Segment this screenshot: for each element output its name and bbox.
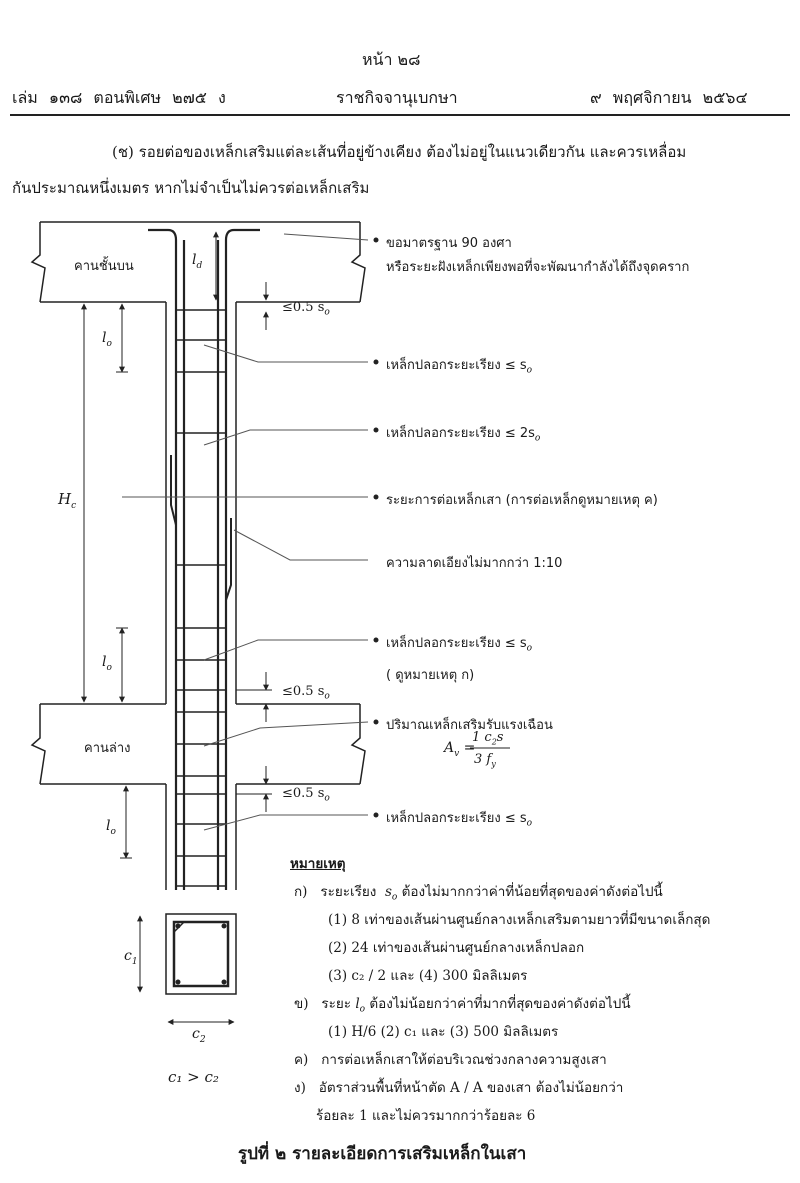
callout-tie-1: เหล็กปลอกระยะเรียง ≤ so bbox=[386, 358, 533, 376]
column-ties bbox=[176, 309, 226, 887]
page-number: หน้า ๒๘ bbox=[362, 50, 421, 69]
callout-leaders bbox=[122, 233, 369, 831]
callout-tie-3: เหล็กปลอกระยะเรียง ≤ so bbox=[386, 636, 533, 654]
paragraph-line-1: (ช) รอยต่อของเหล็กเสริมแต่ละเส้นที่อยู่ข… bbox=[112, 143, 687, 161]
note-b: ข) ระยะ lo ต้องไม่น้อยกว่าค่าที่มากที่สุ… bbox=[294, 996, 631, 1015]
note-a: ก) ระยะเรียง so ต้องไม่มากกว่าค่าที่น้อย… bbox=[294, 884, 663, 903]
note-a-1: (1) 8 เท่าของเส้นผ่านศูนย์กลางเหล็กเสริม… bbox=[328, 912, 711, 928]
dim-lo-mid-label: lo bbox=[102, 654, 112, 673]
cross-section-bars bbox=[175, 923, 227, 985]
note-d-2: ร้อยละ 1 และไม่ควรมากกว่าร้อยละ 6 bbox=[316, 1108, 536, 1124]
callout-hook-2: หรือระยะฝังเหล็กเพียงพอที่จะพัฒนากำลังได… bbox=[386, 260, 690, 275]
dim-ld-label: ld bbox=[192, 252, 203, 271]
dim-lo-bottom-label: lo bbox=[106, 818, 116, 837]
paragraph-line-2: กันประมาณหนึ่งเมตร หากไม่จำเป็นไม่ควรต่อ… bbox=[12, 179, 370, 197]
dim-c2-label: c2 bbox=[192, 1026, 206, 1045]
callout-tie-2: เหล็กปลอกระยะเรียง ≤ 2so bbox=[386, 426, 541, 444]
callout-hook-1: ขอมาตรฐาน 90 องศา bbox=[386, 236, 512, 251]
top-beam bbox=[30, 221, 366, 303]
gazette-date: ๙ พฤศจิกายน ๒๕๖๔ bbox=[590, 88, 748, 107]
header-rule bbox=[10, 114, 790, 116]
callout-tie-3-note: ( ดูหมายเหตุ ก) bbox=[386, 668, 475, 683]
callout-dots bbox=[373, 237, 379, 818]
longitudinal-bars bbox=[148, 228, 260, 890]
gap-label-top: ≤0.5 so bbox=[282, 300, 330, 318]
gazette-volume: เล่ม ๑๓๘ ตอนพิเศษ ๒๗๕ ง bbox=[12, 88, 226, 107]
column-cross-section bbox=[137, 913, 237, 1025]
note-a-2: (2) 24 เท่าของเส้นผ่านศูนย์กลางเหล็กปลอก bbox=[328, 940, 585, 956]
note-d: ง) อัตราส่วนพื้นที่หน้าตัด A / A ของเสา … bbox=[294, 1080, 624, 1096]
formula-denominator: 3 fy bbox=[474, 752, 496, 769]
section-relation: c₁ > c₂ bbox=[168, 1068, 219, 1086]
gap-label-mid: ≤0.5 so bbox=[282, 684, 330, 702]
callout-tie-4: เหล็กปลอกระยะเรียง ≤ so bbox=[386, 811, 533, 829]
note-a-3: (3) c₂ / 2 และ (4) 300 มิลลิเมตร bbox=[328, 968, 528, 984]
bar-splices bbox=[170, 455, 232, 601]
note-c: ค) การต่อเหล็กเสาให้ต่อบริเวณช่วงกลางควา… bbox=[294, 1052, 607, 1068]
beam-top-label: คานชั้นบน bbox=[74, 259, 134, 274]
bottom-beam bbox=[30, 703, 366, 785]
callout-splice: ระยะการต่อเหล็กเสา (การต่อเหล็กดูหมายเหต… bbox=[386, 493, 658, 508]
gap-label-bottom: ≤0.5 so bbox=[282, 786, 330, 804]
notes-heading: หมายเหตุ bbox=[290, 856, 346, 872]
figure-caption: รูปที่ ๒ รายละเอียดการเสริมเหล็กในเสา bbox=[238, 1144, 527, 1164]
note-b-1: (1) H/6 (2) c₁ และ (3) 500 มิลลิเมตร bbox=[328, 1024, 559, 1040]
callout-slope: ความลาดเอียงไม่มากกว่า 1:10 bbox=[386, 556, 563, 571]
beam-bottom-label: คานล่าง bbox=[84, 741, 131, 756]
formula-lhs: Av = bbox=[444, 740, 476, 759]
dimension-lines bbox=[81, 231, 272, 859]
dim-lo-top-label: lo bbox=[102, 330, 112, 349]
column-outline bbox=[165, 302, 237, 890]
gazette-name: ราชกิจจานุเบกษา bbox=[336, 88, 458, 107]
formula-numerator: 1 c2s bbox=[472, 730, 504, 747]
dim-hc-label: Hc bbox=[58, 490, 77, 511]
dim-c1-label: c1 bbox=[124, 948, 138, 967]
callout-joint-shear: ปริมาณเหล็กเสริมรับแรงเฉือน bbox=[386, 718, 553, 733]
